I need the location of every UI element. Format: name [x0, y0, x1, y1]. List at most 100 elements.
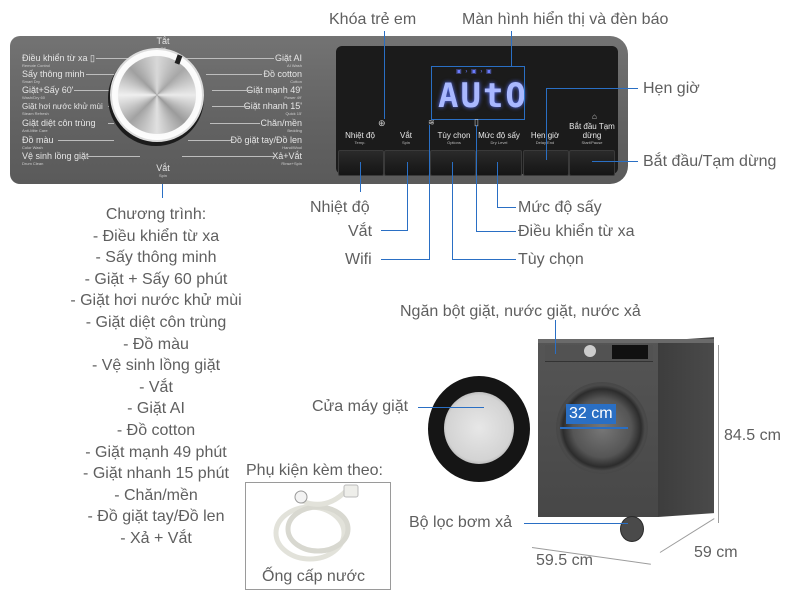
callout-dry-level: Mức độ sấy	[518, 199, 602, 216]
callout-drain-filter: Bộ lọc bơm xả	[409, 514, 512, 531]
divider	[212, 90, 252, 91]
door-glass	[444, 392, 514, 464]
callout-temp: Nhiệt độ	[310, 199, 370, 216]
washer-top	[538, 339, 714, 343]
divider	[212, 106, 248, 107]
depth-label: 59 cm	[694, 544, 738, 561]
callout-child-lock: Khóa trẻ em	[329, 11, 417, 28]
callout-wifi: Wifi	[345, 251, 372, 268]
list-item: - Giặt nhanh 15 phút	[83, 465, 229, 483]
program-list-title: Chương trình:	[105, 206, 207, 223]
drum-diameter-label: 32 cm	[566, 404, 616, 424]
list-item: - Điều khiển từ xa	[92, 227, 220, 245]
list-item: - Giặt mạnh 49 phút	[85, 443, 227, 461]
child-lock-icon: ⊕	[378, 118, 386, 128]
callout-line	[452, 162, 453, 259]
start-icon: ⌂	[592, 112, 597, 121]
callout-line	[429, 125, 430, 259]
program-label: Giặt+Sấy 60'Wash/Dry 60	[22, 85, 74, 101]
program-label: Giặt nhanh 15'Quick 15'	[243, 101, 302, 117]
washer-side-panel	[658, 337, 714, 517]
callout-line	[555, 320, 556, 354]
accessory-caption: Ống cấp nước	[262, 568, 366, 585]
dry-level-button[interactable]	[476, 150, 522, 176]
callout-line	[381, 230, 408, 231]
program-label: Điều khiển từ xa ▯Remote Control	[22, 53, 96, 69]
washer-dial-icon	[584, 345, 596, 357]
callout-start-pause: Bắt đầu/Tạm dừng	[643, 153, 777, 170]
cycle-stage-icons: ▣ › ▣ › ▣	[456, 69, 493, 75]
water-hose-icon	[273, 484, 359, 562]
callout-line	[524, 523, 628, 524]
divider	[182, 156, 274, 157]
callout-line	[592, 161, 638, 162]
list-item: - Đồ giặt tay/Đồ len	[87, 508, 225, 526]
display-highlight-box	[431, 66, 525, 120]
list-item: - Đồ cotton	[116, 421, 196, 439]
callout-remote: Điều khiển từ xa	[518, 223, 635, 240]
callout-line	[407, 162, 408, 230]
program-list: Chương trình: - Điều khiển từ xa - Sấy t…	[40, 204, 272, 550]
program-label: Giặt mạnh 49'Power 49'	[246, 85, 302, 101]
drum-diameter-arrow	[560, 427, 628, 429]
callout-line	[511, 31, 512, 66]
callout-line	[452, 259, 516, 260]
divider	[88, 156, 140, 157]
callout-display: Màn hình hiển thị và đèn báo	[462, 11, 669, 28]
divider	[108, 123, 114, 124]
callout-detergent-drawer: Ngăn bột giặt, nước giặt, nước xả	[400, 303, 641, 320]
divider	[206, 74, 262, 75]
accessory-title: Phụ kiện kèm theo:	[246, 462, 383, 479]
divider	[74, 90, 116, 91]
divider	[188, 140, 232, 141]
list-item: - Giặt diệt côn trùng	[85, 313, 227, 331]
callout-line	[162, 184, 163, 198]
temp-button[interactable]	[338, 150, 384, 176]
list-item: - Giặt AI	[127, 400, 185, 418]
callout-line	[546, 88, 547, 160]
callout-spin: Vắt	[348, 223, 373, 240]
list-item: - Giặt hơi nước khử mùi	[70, 292, 242, 310]
callout-line	[384, 31, 385, 119]
divider	[210, 123, 260, 124]
list-item: - Sấy thông minh	[95, 249, 217, 267]
callout-line	[546, 88, 638, 89]
callout-line	[381, 259, 430, 260]
list-item: - Giặt + Sấy 60 phút	[84, 270, 228, 288]
washer-display	[612, 345, 648, 359]
callout-line	[418, 407, 484, 408]
drain-filter[interactable]	[620, 516, 644, 542]
start-pause-button[interactable]	[569, 150, 615, 176]
callout-delay-end: Hẹn giờ	[643, 80, 700, 97]
remote-icon: ▯	[474, 117, 479, 127]
width-label: 59.5 cm	[536, 552, 593, 569]
list-item: - Chăn/mền	[114, 486, 198, 504]
divider	[86, 74, 116, 75]
height-label: 84.5 cm	[724, 427, 781, 444]
callout-options: Tùy chọn	[518, 251, 584, 268]
callout-line	[497, 207, 516, 208]
options-button[interactable]	[430, 150, 476, 176]
callout-line	[497, 162, 498, 207]
program-dial[interactable]	[118, 56, 196, 134]
wifi-icon: ≋	[428, 118, 435, 127]
list-item: - Vắt	[139, 378, 173, 396]
divider	[96, 58, 138, 59]
list-item: - Vệ sinh lồng giặt	[91, 357, 221, 375]
